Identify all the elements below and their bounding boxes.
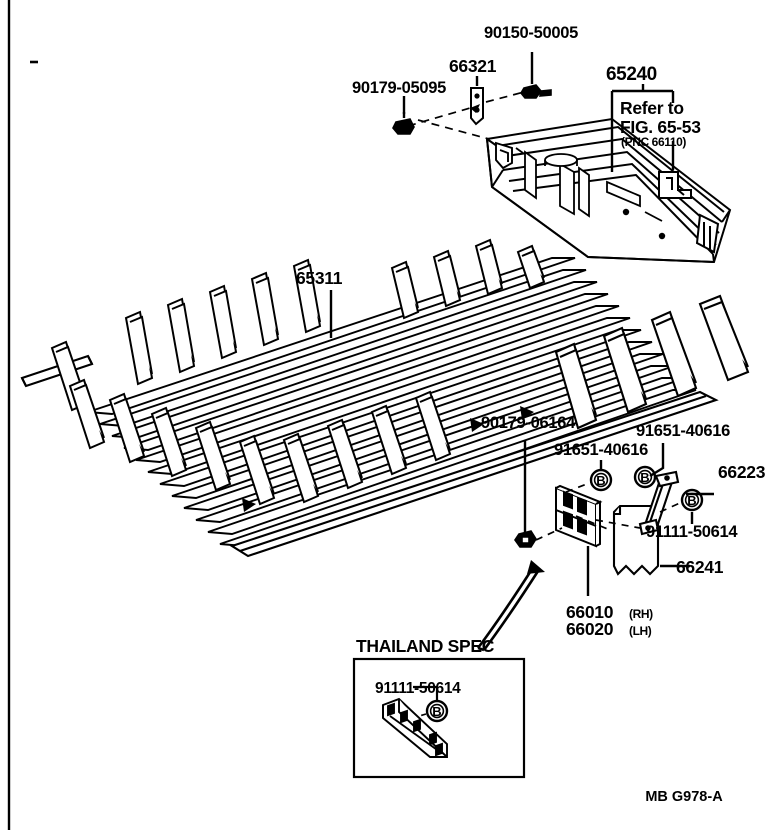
crossmember-bracket <box>658 171 692 199</box>
floor-panel-65311 <box>20 238 750 558</box>
inset-part-number: 91111-50614 <box>375 680 461 697</box>
stay-66223 <box>638 470 680 536</box>
crossmembers-front-left <box>50 340 452 506</box>
hinge-bracket <box>555 484 603 548</box>
b-marker-label-1: B <box>596 473 605 488</box>
crossmember-ribs <box>515 147 666 240</box>
callout-crossmember: 65240 <box>606 64 657 85</box>
inset-arrow <box>476 560 545 652</box>
assembly-arrow-top <box>470 104 480 113</box>
callout-screw-b: 91651-40616 <box>636 422 730 440</box>
crossmember-assembly-65240 <box>485 117 732 264</box>
refer-line-1: Refer to <box>620 98 684 118</box>
bracket-assembly-66010: B B B <box>514 465 704 576</box>
callout-bracket-lh: 66020 <box>566 619 614 639</box>
b-marker-label-2: B <box>640 470 649 485</box>
callout-bracket-rh-side: (RH) <box>629 607 653 621</box>
callout-bolt-b: 91111-50614 <box>646 523 738 541</box>
callout-bracket-lh-side: (LH) <box>629 624 652 638</box>
deck-front-rail <box>229 390 719 558</box>
crossmembers-rear-left <box>124 258 322 386</box>
callout-bolt-right: 90150-50005 <box>484 24 578 42</box>
callout-protector: 66241 <box>676 557 724 577</box>
callout-floor-panel: 65311 <box>296 268 343 288</box>
assembly-dash-lower <box>535 481 683 541</box>
inset-title: THAILAND SPEC <box>356 636 495 656</box>
refer-pnc: (PNC 66110) <box>621 135 686 149</box>
inset-b-label: B <box>432 704 441 719</box>
footer-code: MB G978-A <box>645 789 723 805</box>
callout-bolt-left: 90179-05095 <box>352 79 446 97</box>
inset-b-marker <box>425 699 449 723</box>
crossmembers-front-right <box>554 294 750 430</box>
callout-bracket-rh: 66010 <box>566 602 614 622</box>
page-border <box>7 0 38 830</box>
deck-fold-arrows <box>242 406 534 512</box>
b-marker-label-3: B <box>687 493 696 508</box>
callout-nut-lower: 90179-06164 <box>481 414 576 432</box>
refer-line-2: FIG. 65-53 <box>620 117 701 137</box>
thailand-spec-inset: B 91111-50614 THAILAND SPEC <box>352 636 526 779</box>
inset-bracket-illustration <box>382 697 448 758</box>
callout-clip-center: 66321 <box>449 56 497 76</box>
top-fasteners <box>392 84 552 140</box>
callout-screw-a: 91651-40616 <box>554 441 648 459</box>
lower-leaders <box>523 440 714 596</box>
crossmembers-rear-right <box>390 238 546 320</box>
callout-stay: 66223 <box>718 462 766 482</box>
bolt-90150-50005 <box>520 84 552 99</box>
crossmember-label-bracket <box>610 84 675 172</box>
nut-90179-06164 <box>514 530 537 548</box>
assembly-dash-top <box>407 91 525 140</box>
top-leaders <box>402 52 534 114</box>
crossmember-hinge <box>495 141 513 170</box>
nut-90179-05095 <box>392 112 415 135</box>
